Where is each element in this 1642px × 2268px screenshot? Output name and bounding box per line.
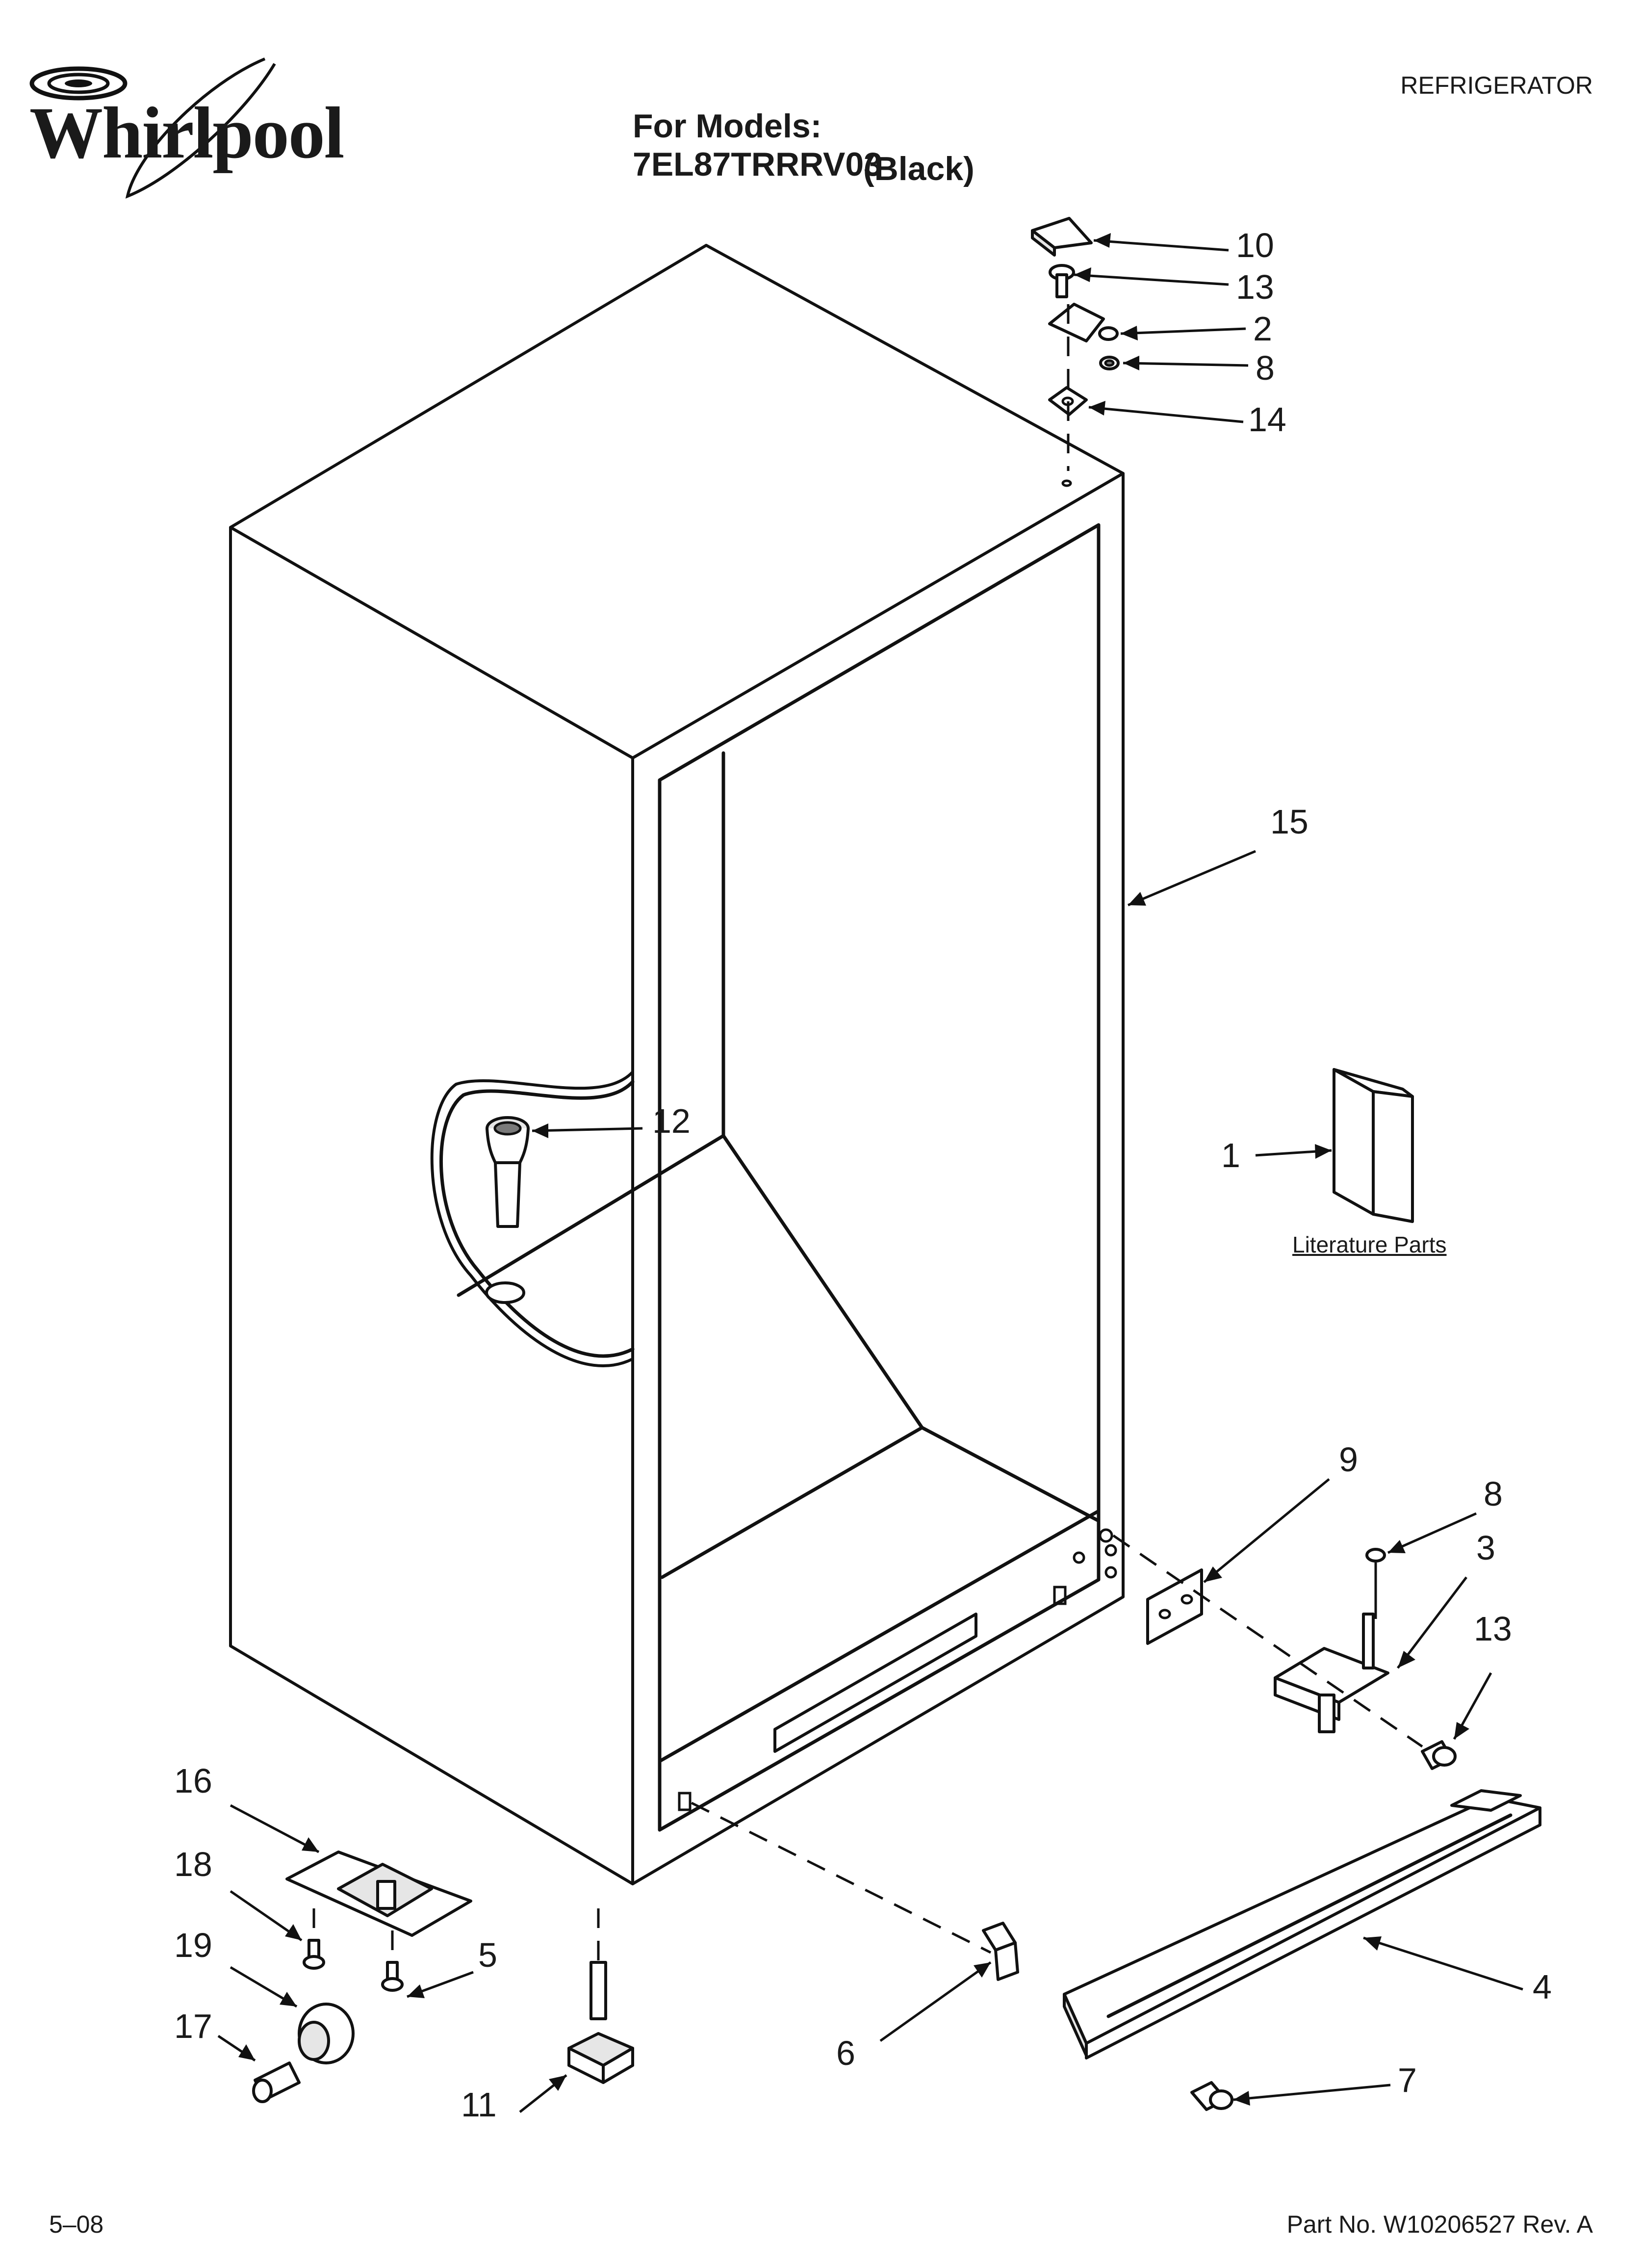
callout-14: 14 xyxy=(1248,400,1286,439)
callout-2: 2 xyxy=(1253,310,1272,348)
clip-part-6 xyxy=(982,1922,1019,1981)
bottom-hinge-assembly xyxy=(1112,1534,1457,1770)
callout-5: 5 xyxy=(478,1936,497,1974)
callout-8-bottom: 8 xyxy=(1484,1475,1503,1513)
top-hinge-assembly xyxy=(1031,217,1120,471)
literature-parts-label: Literature Parts xyxy=(1292,1232,1447,1257)
callout-1: 1 xyxy=(1221,1136,1240,1174)
cabinet-part-15 xyxy=(229,244,1125,1885)
callout-7: 7 xyxy=(1398,2061,1417,2099)
callout-16: 16 xyxy=(174,1762,212,1800)
category-label: REFRIGERATOR xyxy=(1400,72,1593,99)
callout-8-top: 8 xyxy=(1256,349,1275,387)
footer-date: 5–08 xyxy=(49,2211,104,2238)
callout-19: 19 xyxy=(174,1926,212,1964)
leader-lines xyxy=(217,233,1523,2113)
base-grille-part-4 xyxy=(691,1789,1541,2059)
brand-wordmark: Whirlpool xyxy=(29,92,344,174)
callout-13-top: 13 xyxy=(1236,268,1274,306)
drain-tube-part-12 xyxy=(486,1116,530,1228)
footer-part-number: Part No. W10206527 Rev. A xyxy=(1286,2211,1593,2238)
brand-logo: Whirlpool xyxy=(20,54,344,211)
callout-18: 18 xyxy=(174,1845,212,1883)
callout-13-bottom: 13 xyxy=(1474,1610,1512,1648)
callout-12: 12 xyxy=(652,1102,691,1140)
color-subtitle: (Black) xyxy=(863,150,975,187)
callout-10: 10 xyxy=(1236,226,1274,264)
callout-9: 9 xyxy=(1339,1440,1358,1479)
callout-3: 3 xyxy=(1476,1529,1495,1567)
models-title: For Models: 7EL87TRRRV03 xyxy=(633,107,882,183)
callout-6: 6 xyxy=(836,2034,855,2072)
callout-15: 15 xyxy=(1270,803,1308,841)
screw-part-7 xyxy=(1190,2081,1233,2111)
callout-4: 4 xyxy=(1533,1968,1552,2006)
whirlpool-swirl-logo-icon xyxy=(29,57,276,199)
roller-assembly xyxy=(252,1851,472,2103)
literature-booklet-part-1 xyxy=(1333,1068,1414,1223)
callout-17: 17 xyxy=(174,2007,212,2045)
cutaway-detail xyxy=(430,1070,725,1368)
leveling-leg-part-11 xyxy=(567,1908,634,2084)
callout-11: 11 xyxy=(461,2086,497,2124)
